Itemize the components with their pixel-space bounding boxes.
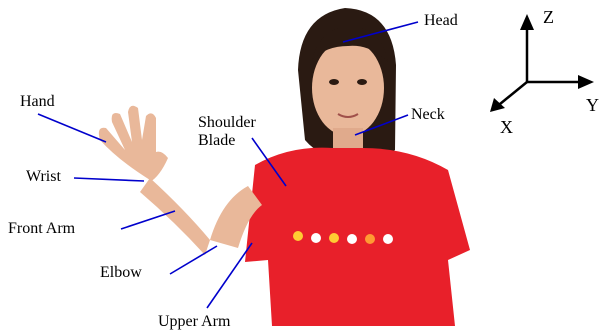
axis-label-z: Z (543, 8, 554, 26)
elbow-leader (170, 246, 217, 274)
x-axis (500, 82, 527, 104)
hand-leader (38, 114, 106, 142)
label-shoulder-blade: Shoulder Blade (198, 96, 278, 150)
label-wrist: Wrist (26, 168, 61, 186)
x-arrowhead (490, 98, 505, 112)
z-arrowhead (520, 14, 534, 30)
label-shoulder-blade-text: Shoulder Blade (198, 114, 256, 149)
upper-arm-leader (207, 243, 252, 308)
label-upper-arm: Upper Arm (158, 313, 230, 331)
label-hand: Hand (20, 93, 55, 111)
wrist-leader (74, 178, 144, 181)
axes-diagram (490, 14, 594, 112)
axis-label-x: X (500, 118, 513, 136)
front-arm-leader (121, 211, 175, 229)
person-photo (99, 8, 470, 326)
label-neck: Neck (411, 106, 445, 124)
axis-label-y: Y (586, 96, 599, 114)
label-front-arm: Front Arm (8, 220, 75, 238)
y-arrowhead (578, 75, 594, 89)
label-elbow: Elbow (100, 264, 142, 282)
label-head: Head (424, 12, 458, 30)
